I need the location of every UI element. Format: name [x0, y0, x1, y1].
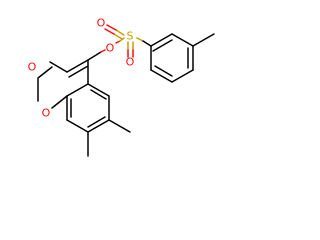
bond-c6-c7 [87, 119, 110, 133]
bond-c3-c4 [66, 59, 89, 73]
bond-ar4-ar5 [171, 69, 194, 83]
bond-s-o-left-yellow [115, 29, 125, 36]
bond-c2-o1 [37, 66, 53, 79]
bond-c4a-c8a [66, 83, 89, 97]
bond-ar2-ar3 [171, 33, 194, 47]
bond-c2-c3 [49, 61, 68, 73]
carbonyl-oxygen-label: O [28, 61, 37, 74]
bond-ar5-ar6-double [154, 65, 173, 77]
bond-ar5-ar6 [150, 69, 173, 83]
sulfur-label: S [127, 30, 134, 43]
bond-s-o-left-red-2 [104, 28, 115, 35]
atom-labels: O O O S O O [28, 17, 135, 120]
bond-ar1-ar2-double [152, 39, 173, 52]
sulfonyl-oxygen-bottom-label: O [126, 56, 135, 69]
bond-s-o-left-yellow-2 [113, 33, 123, 40]
bond-para-methyl [192, 33, 215, 47]
bond-s-o-left-red [106, 24, 117, 31]
bond-c6-c7-double [87, 116, 106, 128]
bond-s-aryl-yellow [136, 37, 144, 42]
bond-c7-c8 [66, 119, 89, 133]
bond-c4a-c5 [87, 83, 110, 97]
molecule-structure: O O O S O O [28, 17, 215, 157]
bond-c4a-c5-double [90, 89, 107, 100]
bonds [37, 24, 215, 157]
bond-s-aryl [142, 40, 152, 47]
bond-c4-o-ester-red [100, 49, 106, 53]
bond-ar1-ar2 [150, 33, 173, 47]
sulfonyl-oxygen-left-label: O [97, 17, 106, 30]
ester-oxygen-label: O [106, 42, 115, 55]
bond-c4-o-ester [87, 51, 102, 61]
bond-c8a-o1 [51, 95, 68, 109]
bond-c3-c4-double [68, 65, 89, 78]
ring-oxygen-label: O [42, 107, 51, 120]
bond-methyl-6 [108, 119, 131, 133]
